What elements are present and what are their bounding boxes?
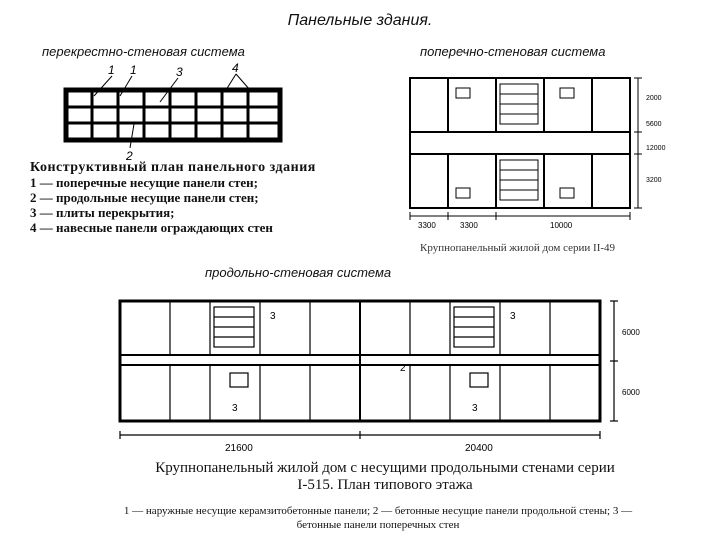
callout-4: 4 [232,61,239,75]
caption-longitudinal-wall: продольно-стеновая система [205,265,392,280]
lon-dim-bottom-1: 21600 [225,443,253,454]
legend-heading: Конструктивный план панельного здания [30,160,316,175]
dim-bottom-3: 10000 [550,221,573,230]
transverse-wall-plan: 3300 3300 10000 2000 5600 12000 3200 [409,77,666,230]
page-title: Панельные здания. [287,12,433,29]
dim-right-4: 3200 [646,177,662,184]
lon-label-4: 3 [510,311,516,322]
dim-bottom-2: 3300 [460,221,478,230]
longitudinal-plan-caption: Крупнопанельный жилой дом с несущими про… [155,460,615,493]
lon-label-3: 2 [400,363,406,374]
lon-dim-bottom-2: 20400 [465,443,493,454]
lon-label-1: 3 [270,311,276,322]
transverse-plan-caption: Крупнопанельный жилой дом серии II-49 [420,242,616,254]
dim-right-2: 5600 [646,121,662,128]
callout-3: 3 [176,65,183,79]
caption-transverse-wall: поперечно-стеновая система [420,44,606,59]
legend-item-1: 1 — поперечные несущие панели стен; [30,175,258,190]
callout-1b: 1 [130,63,137,77]
lon-dim-right-1: 6000 [622,328,640,337]
lon-label-5: 3 [472,403,478,414]
legend-item-3: 3 — плиты перекрытия; [30,205,175,220]
callout-2: 2 [125,149,133,163]
dim-bottom-1: 3300 [418,221,436,230]
longitudinal-plan-footnote: 1 — наружные несущие керамзитобетонные п… [123,505,633,531]
lon-dim-right-2: 6000 [622,388,640,397]
dim-right-1: 2000 [646,95,662,102]
legend-item-2: 2 — продольные несущие панели стен; [30,190,259,205]
lon-label-2: 3 [232,403,238,414]
callout-1a: 1 [108,63,115,77]
cross-wall-diagram: 1 1 3 4 2 [63,61,283,163]
caption-cross-wall: перекрестно-стеновая система [42,44,245,59]
legend: Конструктивный план панельного здания 1 … [30,160,330,235]
legend-item-4: 4 — навесные панели ограждающих стен [30,220,273,235]
longitudinal-wall-plan: 3 3 2 3 3 21600 20400 6000 6000 [118,299,640,454]
dim-right-3: 12000 [646,145,666,152]
